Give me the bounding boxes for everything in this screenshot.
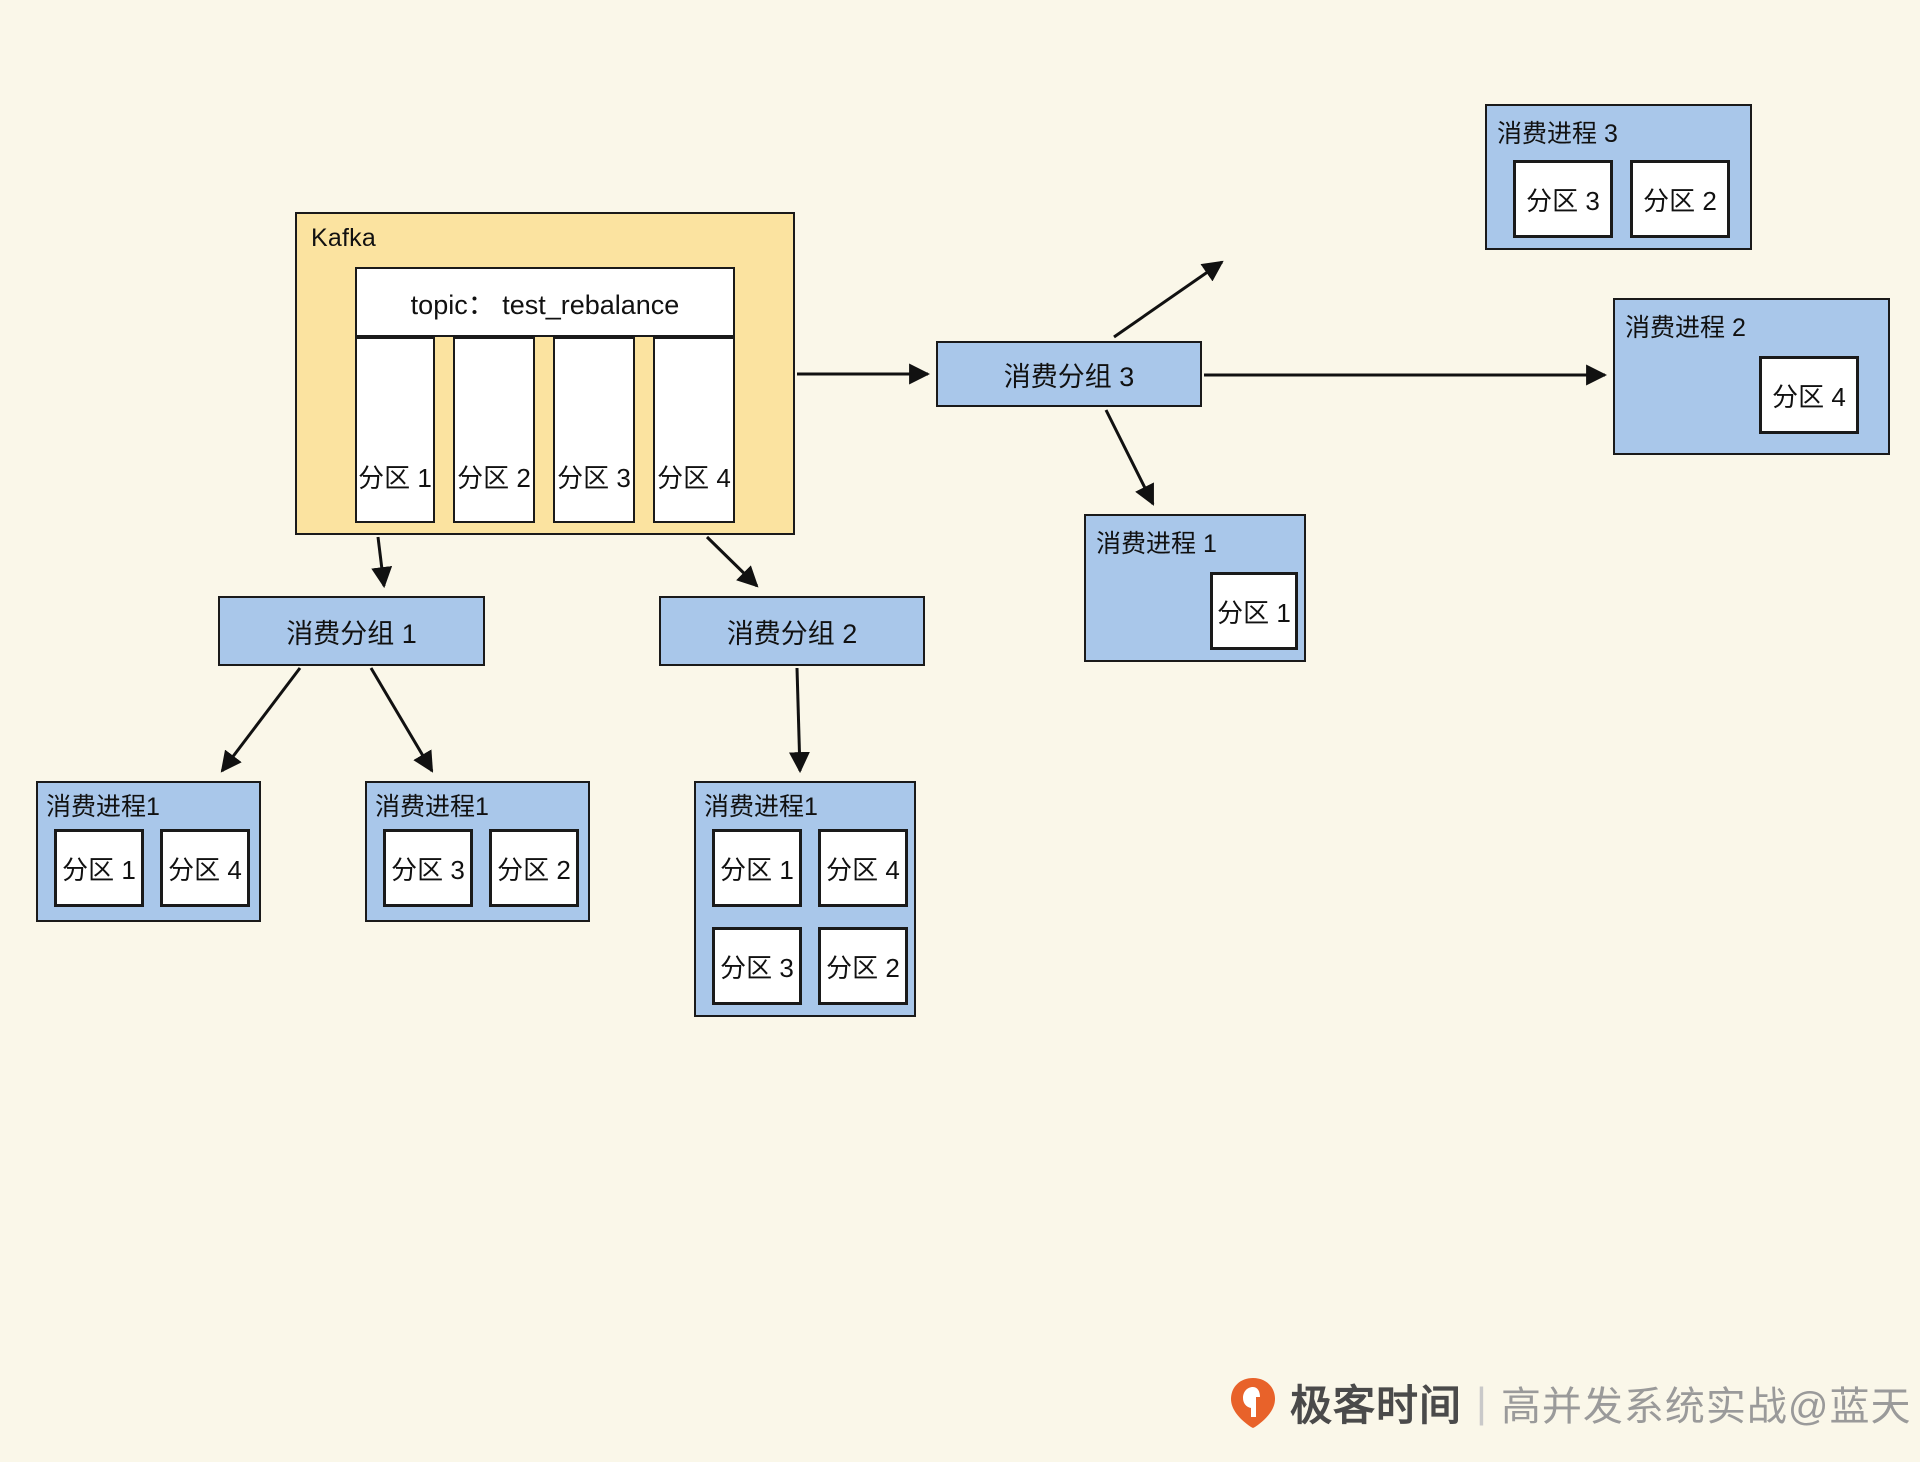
process-g1p1-partition-2: 分区 4	[160, 829, 250, 907]
kafka-partition-4: 分区 4	[653, 337, 735, 523]
process-g3p2-label: 消费进程 2	[1625, 314, 1746, 342]
process-g2p1-partition-3: 分区 3	[712, 927, 802, 1005]
process-g2p1-partition-4: 分区 2	[818, 927, 908, 1005]
geek-time-logo-icon	[1231, 1377, 1275, 1428]
watermark-separator: |	[1476, 1378, 1487, 1426]
process-g3p1-partition-1: 分区 1	[1210, 572, 1298, 650]
process-g3p3-label: 消费进程 3	[1497, 120, 1618, 148]
arrow-group1-to-g1p2	[369, 667, 434, 773]
kafka-partition-1: 分区 1	[355, 337, 435, 523]
watermark-subtitle: 高并发系统实战@蓝天	[1500, 1384, 1912, 1429]
process-g1p2[interactable]: 消费进程1 分区 3 分区 2	[365, 781, 590, 922]
process-g2p1-label: 消费进程1	[704, 793, 818, 821]
process-g2p1[interactable]: 消费进程1 分区 1 分区 4 分区 3 分区 2	[694, 781, 916, 1017]
arrow-group3-to-g3p1	[1104, 409, 1155, 506]
arrow-group3-to-g3p3	[1113, 260, 1224, 339]
topic-box: topic： test_rebalance	[355, 267, 735, 337]
process-g3p1[interactable]: 消费进程 1 分区 1	[1084, 514, 1306, 662]
arrow-group1-to-g1p1	[220, 667, 302, 773]
watermark: 极客时间 | 高并发系统实战@蓝天	[1230, 1372, 1912, 1433]
kafka-title: Kafka	[311, 224, 376, 252]
process-g3p2-partition-1: 分区 4	[1759, 356, 1859, 434]
arrow-kafka-to-group2	[705, 535, 759, 588]
process-g2p1-partition-1: 分区 1	[712, 829, 802, 907]
process-g2p1-partition-2: 分区 4	[818, 829, 908, 907]
process-g1p1[interactable]: 消费进程1 分区 1 分区 4	[36, 781, 261, 922]
watermark-brand: 极客时间	[1290, 1382, 1463, 1429]
process-g1p1-label: 消费进程1	[46, 793, 160, 821]
process-g1p2-label: 消费进程1	[375, 793, 489, 821]
process-g1p1-partition-1: 分区 1	[54, 829, 144, 907]
process-g3p2[interactable]: 消费进程 2 分区 4	[1613, 298, 1890, 455]
kafka-partition-2: 分区 2	[453, 337, 535, 523]
arrow-kafka-to-group1	[371, 536, 393, 589]
process-g3p3-partition-1: 分区 3	[1513, 160, 1613, 238]
kafka-partition-3: 分区 3	[553, 337, 635, 523]
process-g3p1-label: 消费进程 1	[1096, 530, 1217, 558]
process-g3p3[interactable]: 消费进程 3 分区 3 分区 2	[1485, 104, 1752, 250]
process-g1p2-partition-2: 分区 2	[489, 829, 579, 907]
consumer-group-1[interactable]: 消费分组 1	[218, 596, 485, 666]
consumer-group-2[interactable]: 消费分组 2	[659, 596, 925, 666]
arrow-group2-to-g2p1	[788, 667, 810, 774]
process-g1p2-partition-1: 分区 3	[383, 829, 473, 907]
consumer-group-3[interactable]: 消费分组 3	[936, 341, 1202, 407]
process-g3p3-partition-2: 分区 2	[1630, 160, 1730, 238]
